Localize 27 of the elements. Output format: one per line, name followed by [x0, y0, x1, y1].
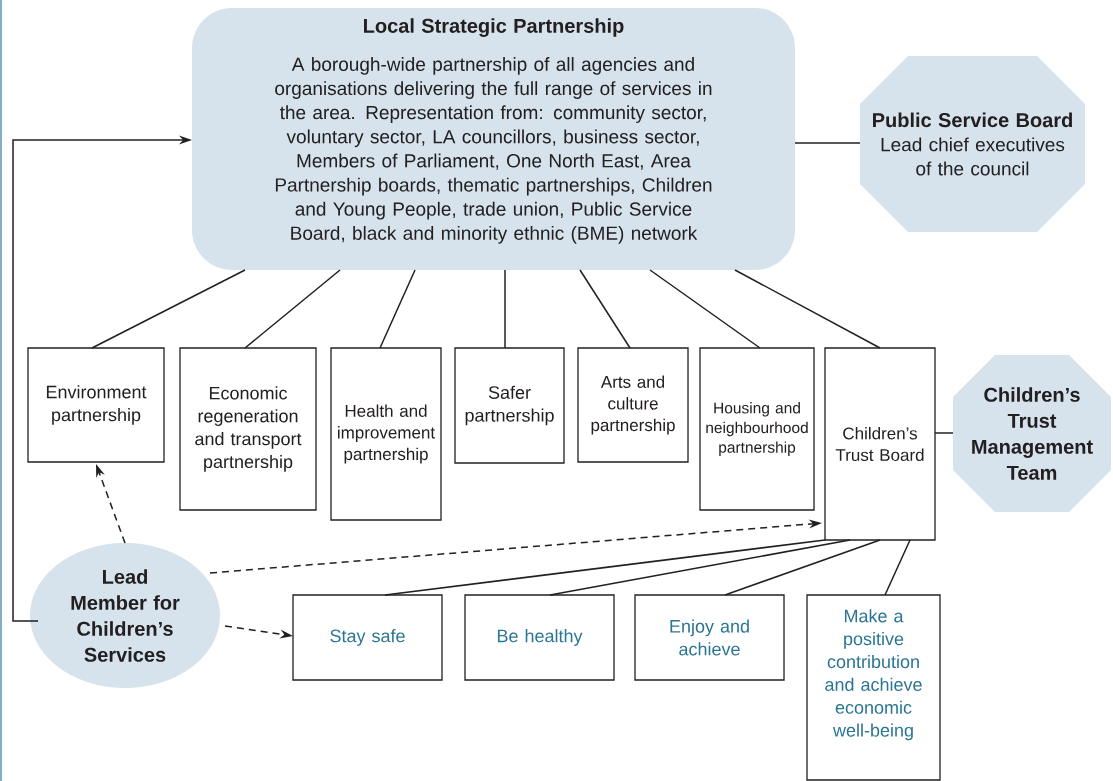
connector-line: [549, 539, 851, 596]
partnership-box: Enjoy and achieve: [634, 594, 785, 681]
connector-line: [244, 269, 341, 349]
partnership-box: Housing and neighbourhood partnership: [699, 347, 815, 511]
connector-line: [884, 539, 911, 596]
connector-line: [724, 539, 881, 596]
partnership-box: Children’s Trust Board: [824, 347, 936, 541]
partnership-panel: Local Strategic Partnership A borough-wide partnership of all agencies and organisations delivering the full range of services in the area. Representation from: community sector, voluntary sector, LA councillors, business sector, Members of Parliament, One North East, Area Partnership boards, thematic partnerships, Children and Young People, trade union, Public Service Board, black and minority ethnic (BME) network: [192, 8, 795, 270]
connector-line: [384, 539, 826, 596]
partnership-box: Be healthy: [464, 594, 615, 681]
connector-line: [504, 269, 506, 349]
connector-line: [91, 269, 246, 349]
connector-line: [794, 142, 861, 144]
octagon-box: Public Service Board Lead chief executives of the council: [860, 56, 1085, 232]
octagon-box: Children’s Trust Management Team: [953, 355, 1111, 512]
partnership-box: Stay safe: [292, 594, 443, 681]
partnership-box: Economic regeneration and transport partnership: [179, 347, 317, 511]
connector-line: [934, 432, 954, 434]
partnership-box: Arts and culture partnership: [577, 347, 689, 463]
connector-line: [649, 269, 761, 349]
partnership-box: Make a positive contribution and achieve economic well-being: [806, 594, 941, 781]
connector-line: [734, 269, 881, 349]
connector-line: [579, 269, 631, 349]
partnership-box: Environment partnership: [27, 347, 165, 463]
partnership-box: Health and improvement partnership: [330, 347, 442, 521]
connector-line: [379, 269, 416, 349]
partnership-box: Safer partnership: [454, 347, 565, 464]
